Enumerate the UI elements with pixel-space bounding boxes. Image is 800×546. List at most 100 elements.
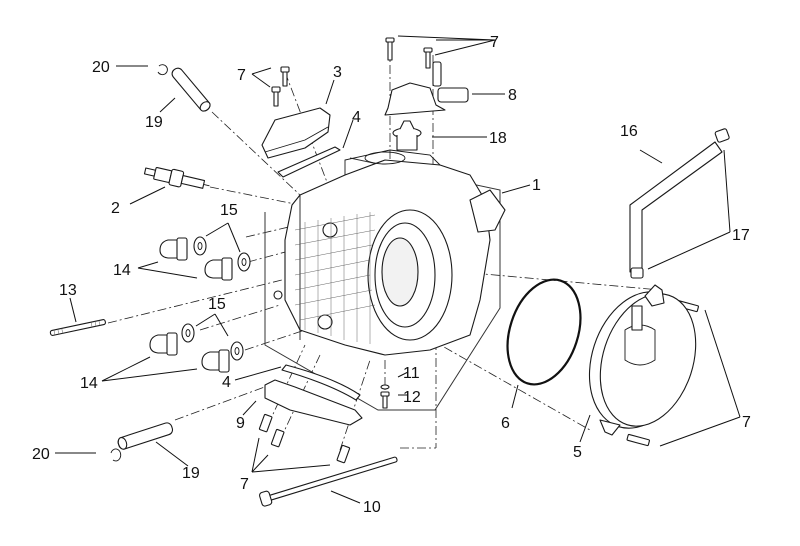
cap-nut-4 [201, 349, 230, 373]
stud [49, 319, 106, 336]
callout-14-upper: 14 [113, 262, 131, 279]
screw-cover-1 [280, 66, 290, 87]
pin-bottom [117, 422, 174, 450]
small-screw [380, 391, 390, 409]
axis-nut-3 [199, 304, 281, 331]
screw-cover-2 [271, 86, 281, 107]
callout-7-thermo: 7 [490, 34, 499, 51]
callout-6: 6 [501, 415, 510, 432]
head-bore-hole [381, 237, 419, 307]
spark-plug [143, 166, 210, 189]
washer-3 [181, 323, 195, 343]
washers [181, 236, 251, 361]
screw-thermo-1 [385, 37, 395, 61]
gasket-lower [281, 364, 361, 401]
cap-nut-2 [204, 257, 233, 281]
thermostat-outlet [437, 87, 469, 103]
frame-outline [264, 157, 501, 411]
callout-7-cover: 7 [237, 67, 246, 84]
reference-frame [264, 157, 501, 411]
thermostat-housing-body [384, 82, 446, 116]
side-cover-dome [599, 293, 697, 427]
axis-lower-screw-3 [339, 359, 371, 451]
screw-lower-1 [258, 413, 273, 433]
valve-cover [261, 107, 331, 159]
bent-hose [629, 141, 723, 273]
callout-4-upper: 4 [352, 109, 361, 126]
callout-2: 2 [111, 200, 120, 217]
callout-8: 8 [508, 87, 517, 104]
screw-lower-2 [270, 428, 285, 448]
thermostat-valve [399, 120, 415, 130]
head-bolt-hole-upper [322, 222, 338, 238]
washer-2 [237, 252, 251, 272]
circlip-bottom [110, 448, 122, 462]
screw-thermo-2 [423, 47, 433, 69]
o-ring [506, 278, 582, 386]
callout-19-bottom: 19 [182, 465, 200, 482]
thermostat [392, 120, 422, 151]
leader-lines [55, 35, 741, 504]
callout-7-lower: 7 [240, 476, 249, 493]
thermostat-housing [384, 61, 469, 116]
callouts: 20 19 7 3 4 2 15 14 13 15 14 4 9 20 19 7… [32, 34, 751, 516]
axis-stud [107, 277, 291, 324]
side-cover [588, 284, 697, 436]
circlip-top [157, 64, 168, 76]
callout-16: 16 [620, 123, 638, 140]
callout-15-upper: 15 [220, 202, 238, 219]
side-cover-ear-bottom [599, 419, 621, 436]
callout-10: 10 [363, 499, 381, 516]
callout-12: 12 [403, 389, 421, 406]
head-top-boss [344, 149, 441, 175]
cylinder-head [273, 149, 506, 356]
head-ear [469, 189, 506, 233]
screws [258, 37, 699, 464]
lower-cover [264, 379, 363, 426]
washer-4 [230, 341, 244, 361]
head-bolt-hole-lower [317, 314, 333, 330]
washer-1 [193, 236, 207, 256]
axis-spark-plug [209, 186, 301, 206]
hose-clamp-top [714, 128, 730, 143]
callout-15-lower: 15 [208, 296, 226, 313]
hose-clamp-bottom [630, 267, 644, 279]
thermostat-body [396, 135, 418, 151]
axis-pin-top [211, 111, 301, 196]
long-bolt [259, 456, 398, 507]
callout-20-bottom: 20 [32, 446, 50, 463]
axis-lower-screw-1 [267, 344, 306, 426]
head-side-hole [273, 290, 283, 300]
callout-20-top: 20 [92, 59, 110, 76]
callout-7-side: 7 [742, 414, 751, 431]
gasket-upper [277, 146, 341, 178]
callout-13: 13 [59, 282, 77, 299]
valve-cover-body [261, 107, 331, 159]
callout-9: 9 [236, 415, 245, 432]
pin-top [171, 67, 211, 112]
cap-nut-3 [149, 332, 178, 356]
callout-1: 1 [532, 177, 541, 194]
callout-4-lower: 4 [222, 374, 231, 391]
washer-small [380, 384, 390, 390]
axis-nut-4 [244, 324, 321, 351]
callout-17: 17 [732, 227, 750, 244]
callout-14-lower: 14 [80, 375, 98, 392]
thermostat-nipple [432, 61, 442, 87]
callout-5: 5 [573, 444, 582, 461]
side-cover-ear-top [644, 284, 665, 307]
valve-cover-lip [264, 126, 329, 153]
callout-19-top: 19 [145, 114, 163, 131]
cap-nuts [149, 237, 233, 373]
side-cover-nipple [631, 305, 643, 331]
callout-3: 3 [333, 64, 342, 81]
head-mesh-texture [294, 212, 376, 344]
cap-nut-1 [159, 237, 188, 261]
screw-lower-3 [336, 444, 351, 464]
callout-11: 11 [403, 365, 420, 382]
screw-side-2 [626, 433, 650, 447]
callout-18: 18 [489, 130, 507, 147]
head-top-port [364, 151, 406, 165]
